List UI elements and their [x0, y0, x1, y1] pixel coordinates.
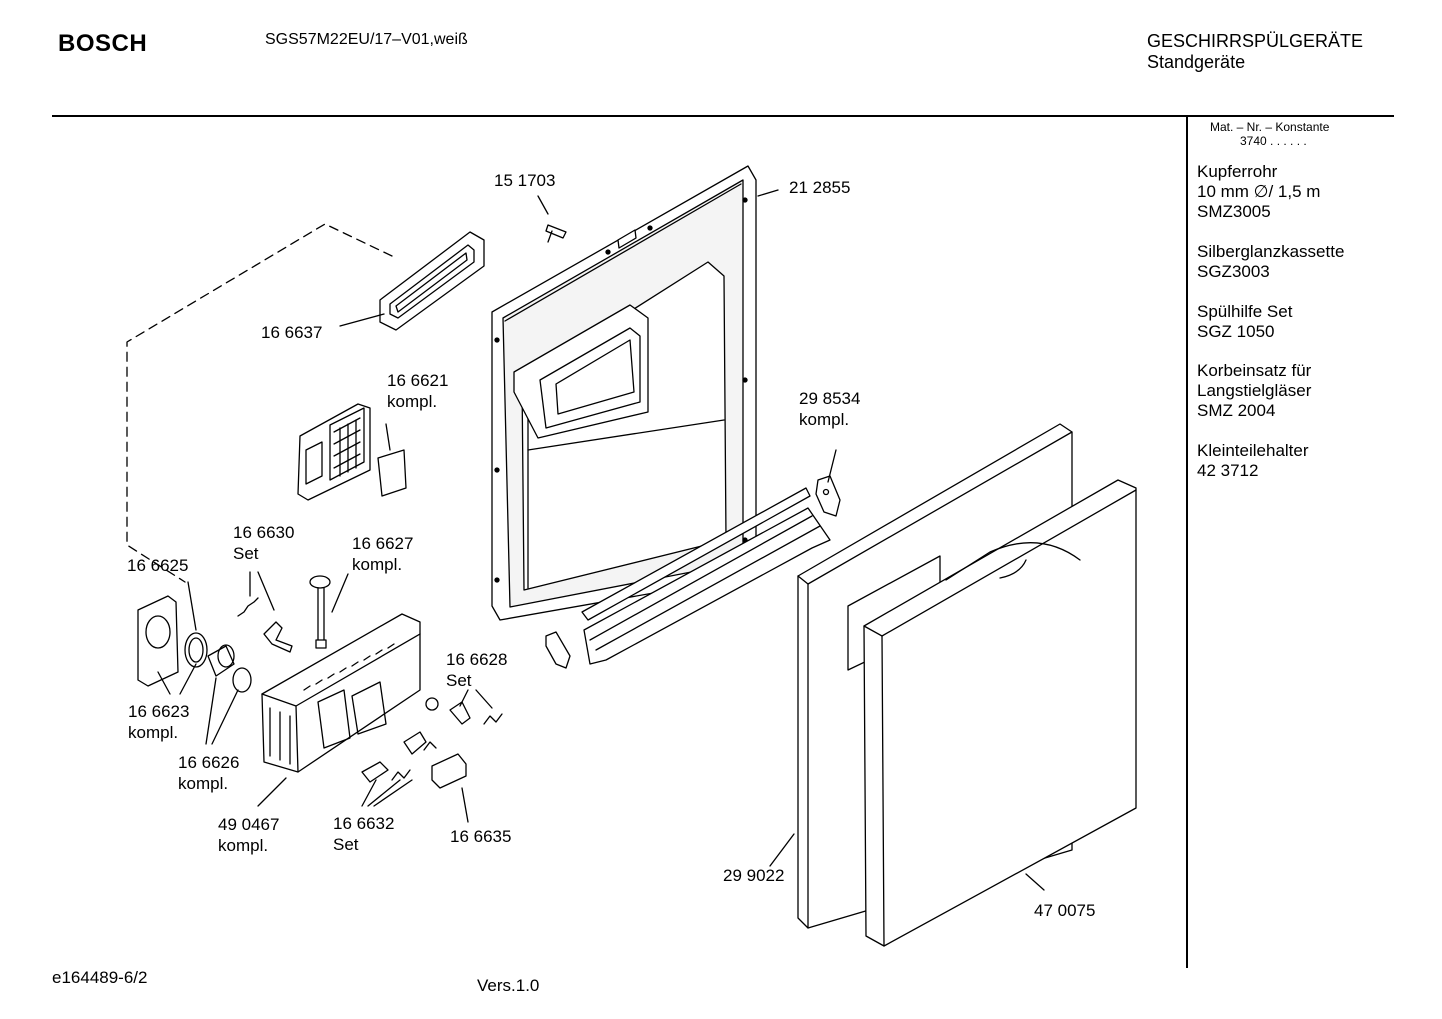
part-label-299022: 29 9022 [723, 866, 785, 885]
sidebar-divider [1186, 116, 1188, 968]
header-divider [52, 115, 1394, 117]
gasket-frame [379, 231, 485, 331]
part-label-298534: 29 8534 kompl. [799, 389, 861, 429]
spring-small [483, 713, 503, 725]
seal-ring-inner [188, 637, 204, 663]
door-front-panel [863, 479, 1137, 947]
accessory-item: Silberglanzkassette SGZ3003 [1197, 242, 1345, 281]
part-label-166621: 16 6621 kompl. [387, 371, 449, 411]
slider-part [361, 761, 389, 783]
part-label-151703: 15 1703 [494, 171, 556, 190]
part-label-490467: 49 0467 kompl. [218, 815, 280, 855]
detergent-lid [297, 403, 407, 501]
matnr-value: 3740 . . . . . . [1240, 134, 1307, 148]
latch-arm [403, 731, 427, 755]
spring-small-2 [391, 769, 411, 781]
bush-part [207, 644, 235, 677]
part-label-166637: 16 6637 [261, 323, 323, 342]
hinge-part-lower [545, 631, 571, 669]
category-block: GESCHIRRSPÜLGERÄTE Standgeräte [1147, 31, 1363, 73]
leader-lines [157, 189, 1045, 891]
matnr-block: Mat. – Nr. – Konstante 3740 . . . . . . [1210, 120, 1329, 148]
category-title: GESCHIRRSPÜLGERÄTE [1147, 31, 1364, 51]
brand-logo: BOSCH [58, 30, 148, 57]
lever-part [263, 621, 293, 653]
model-number: SGS57M22EU/17–V01,weiß [265, 31, 468, 48]
spring-small-3 [423, 741, 437, 751]
ball-part [425, 697, 439, 711]
part-label-470075: 47 0075 [1034, 901, 1096, 920]
part-label-166628: 16 6628 Set [446, 650, 508, 690]
bottom-trim-strip [581, 487, 831, 665]
dashed-assembly-line [126, 223, 393, 583]
accessory-item: Kupferrohr 10 mm ∅/ 1,5 m SMZ3005 [1197, 162, 1321, 221]
screw-part [545, 224, 567, 243]
part-label-166630: 16 6630 Set [233, 523, 295, 563]
part-label-166626: 16 6626 kompl. [178, 753, 240, 793]
document-id: e164489-6/2 [52, 968, 148, 987]
part-label-166632: 16 6632 Set [333, 814, 395, 854]
spring-part [237, 597, 259, 617]
dispenser-unit [261, 613, 421, 773]
accessory-item: Kleinteilehalter 42 3712 [1197, 441, 1309, 480]
part-label-166625: 16 6625 [127, 556, 189, 575]
valve-part [309, 575, 331, 649]
version-label: Vers.1.0 [477, 976, 540, 995]
matnr-label: Mat. – Nr. – Konstante [1210, 120, 1330, 134]
part-label-212855: 21 2855 [789, 178, 851, 197]
cover-cap [137, 595, 179, 687]
accessory-item: Korbeinsatz für Langstielgläser SMZ 2004 [1197, 361, 1312, 420]
part-label-166627: 16 6627 kompl. [352, 534, 414, 574]
category-subtitle: Standgeräte [1147, 52, 1246, 72]
part-label-166635: 16 6635 [450, 827, 512, 846]
part-label-166623: 16 6623 kompl. [128, 702, 190, 742]
seal-ring [184, 632, 208, 668]
switch-part [431, 753, 467, 789]
seal-ring-small [232, 667, 252, 693]
accessory-item: Spülhilfe Set SGZ 1050 [1197, 302, 1293, 341]
latch-part [449, 701, 471, 725]
inner-door-panel [491, 165, 757, 621]
